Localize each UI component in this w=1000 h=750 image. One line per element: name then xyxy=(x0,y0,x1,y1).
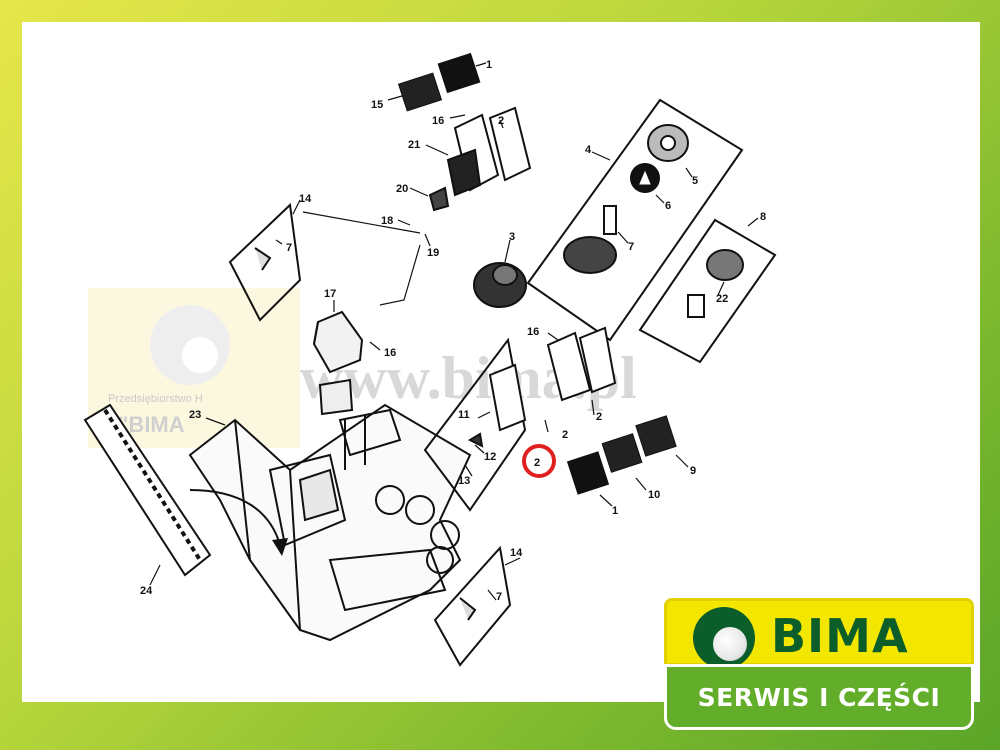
callout-22: 22 xyxy=(716,293,728,305)
callout-7-left: 7 xyxy=(286,242,292,254)
callout-1-bottom: 1 xyxy=(612,505,618,517)
callout-9: 9 xyxy=(690,465,696,477)
switch-assembly-top xyxy=(428,106,532,212)
callout-23: 23 xyxy=(189,409,201,421)
callout-8: 8 xyxy=(760,211,766,223)
logo-top-panel: BIMA xyxy=(664,598,974,669)
callout-13: 13 xyxy=(458,475,470,487)
callout-numbers: 1 15 16 2 21 20 18 19 14 7 4 5 6 7 3 8 2… xyxy=(140,59,766,603)
callout-7-bottom: 7 xyxy=(496,591,502,603)
callout-16-right: 16 xyxy=(527,326,539,338)
callout-2-b: 2 xyxy=(596,411,602,423)
leader-lines xyxy=(149,62,759,601)
callout-17: 17 xyxy=(324,288,336,300)
logo-ball-icon xyxy=(693,607,755,669)
callout-3: 3 xyxy=(509,231,515,243)
callout-14-bottom: 14 xyxy=(510,547,523,559)
callout-2-a: 2 xyxy=(562,429,568,441)
bulb-holder-bottom xyxy=(433,545,512,667)
relay-part xyxy=(312,310,364,374)
callout-20: 20 xyxy=(396,183,408,195)
button-group-8 xyxy=(638,218,777,364)
logo-slogan-text: SERWIS I CZĘŚCI xyxy=(697,682,941,712)
callout-14-left: 14 xyxy=(299,193,312,205)
callout-18: 18 xyxy=(381,215,393,227)
logo-brand-text: BIMA xyxy=(771,609,909,663)
callout-5: 5 xyxy=(692,175,698,187)
callout-6: 6 xyxy=(665,200,671,212)
callout-15: 15 xyxy=(371,99,383,111)
callout-19: 19 xyxy=(427,247,439,259)
horn-part xyxy=(473,262,527,308)
callout-7-mid: 7 xyxy=(628,241,634,253)
highlight-ring xyxy=(522,444,556,478)
callout-21: 21 xyxy=(408,139,420,151)
logo-bottom-panel: SERWIS I CZĘŚCI xyxy=(664,664,974,730)
bulb-holder-left xyxy=(228,202,302,322)
callout-12: 12 xyxy=(484,451,496,463)
watermark-company-line: Przedsiębiorstwo H xyxy=(108,393,203,405)
assembly-arrow xyxy=(189,489,281,546)
callout-16-mid: 16 xyxy=(384,347,396,359)
callout-11: 11 xyxy=(458,409,470,421)
callout-1-top: 1 xyxy=(486,59,492,71)
callout-16-top: 16 xyxy=(432,115,444,127)
switch-assembly-middle xyxy=(423,326,617,512)
callout-4: 4 xyxy=(585,144,592,156)
main-housing xyxy=(188,378,472,642)
callout-24: 24 xyxy=(140,585,153,597)
hazard-switch-group xyxy=(526,98,744,342)
callout-2-top: 2 xyxy=(498,115,504,127)
assembly-arrowhead xyxy=(272,538,288,556)
company-logo: BIMA SERWIS I CZĘŚCI xyxy=(664,598,980,738)
callout-10: 10 xyxy=(648,489,660,501)
callout-2-circled: 2 xyxy=(534,457,540,469)
terminal-strip-part xyxy=(83,403,212,577)
symbol-labels xyxy=(397,52,677,495)
highlighted-part-callout: 2 xyxy=(522,444,556,478)
